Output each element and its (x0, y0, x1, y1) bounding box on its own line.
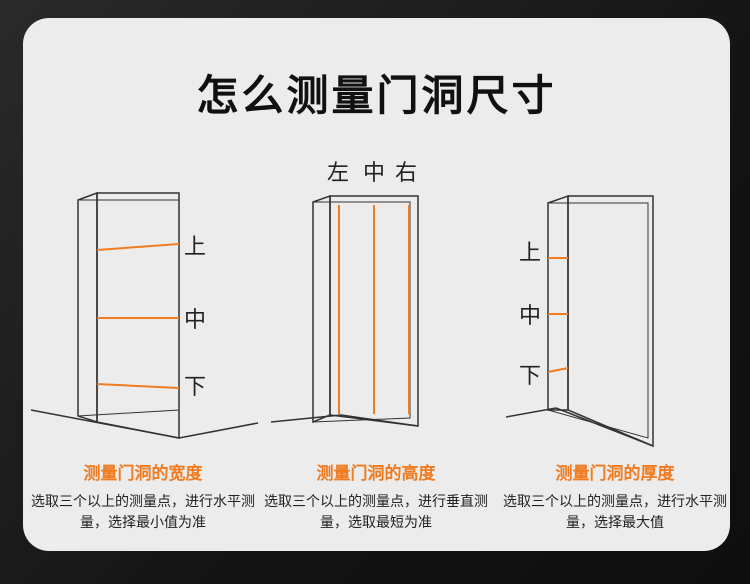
label-width-bottom: 下 (184, 375, 207, 400)
caption-thickness-title: 测量门洞的厚度 (555, 464, 675, 484)
door-opening-1 (77, 199, 180, 417)
door-height-drawing (270, 194, 419, 427)
label-thickness-top: 上 (519, 241, 542, 266)
door-measurement-diagrams (30, 191, 654, 448)
info-card: 怎么测量门洞尺寸 (23, 18, 730, 551)
door-jamb-left-1 (77, 191, 98, 424)
door-opening-3 (547, 202, 649, 439)
door-thickness-drawing (505, 194, 654, 448)
label-thickness-middle: 中 (519, 304, 542, 329)
label-height-left: 左 (327, 161, 350, 186)
door-jamb-left-2 (312, 194, 331, 424)
door-frame-1 (96, 192, 180, 439)
caption-width: 测量门洞的宽度 选取三个以上的测量点，进行水平测量，选择最小值为准 (28, 459, 258, 534)
caption-height-desc: 选取三个以上的测量点，进行垂直测量，选取最短为准 (264, 494, 488, 531)
caption-thickness-desc: 选取三个以上的测量点，进行水平测量，选择最大值 (503, 494, 727, 531)
caption-height: 测量门洞的高度 选取三个以上的测量点，进行垂直测量，选取最短为准 (261, 459, 491, 534)
floor-line-2 (270, 414, 342, 423)
label-height-right: 右 (395, 161, 418, 186)
label-width-middle: 中 (184, 308, 207, 333)
caption-width-title: 测量门洞的宽度 (83, 464, 203, 484)
caption-width-desc: 选取三个以上的测量点，进行水平测量，选择最小值为准 (31, 494, 255, 531)
floor-line-1b (178, 422, 259, 439)
width-line-top (96, 243, 180, 251)
page-title: 怎么测量门洞尺寸 (196, 71, 557, 120)
caption-thickness: 测量门洞的厚度 选取三个以上的测量点，进行水平测量，选择最大值 (500, 459, 730, 534)
label-width-top: 上 (184, 235, 207, 260)
thickness-line-bottom (547, 367, 569, 373)
caption-height-title: 测量门洞的高度 (316, 464, 436, 484)
door-frame-3 (567, 195, 654, 448)
width-line-bottom (96, 383, 180, 389)
label-height-middle: 中 (363, 161, 386, 186)
door-jamb-left-3 (547, 194, 569, 411)
door-opening-2 (312, 201, 411, 423)
door-width-drawing (30, 191, 259, 439)
door-frame-2 (329, 195, 419, 427)
label-thickness-bottom: 下 (519, 364, 542, 389)
